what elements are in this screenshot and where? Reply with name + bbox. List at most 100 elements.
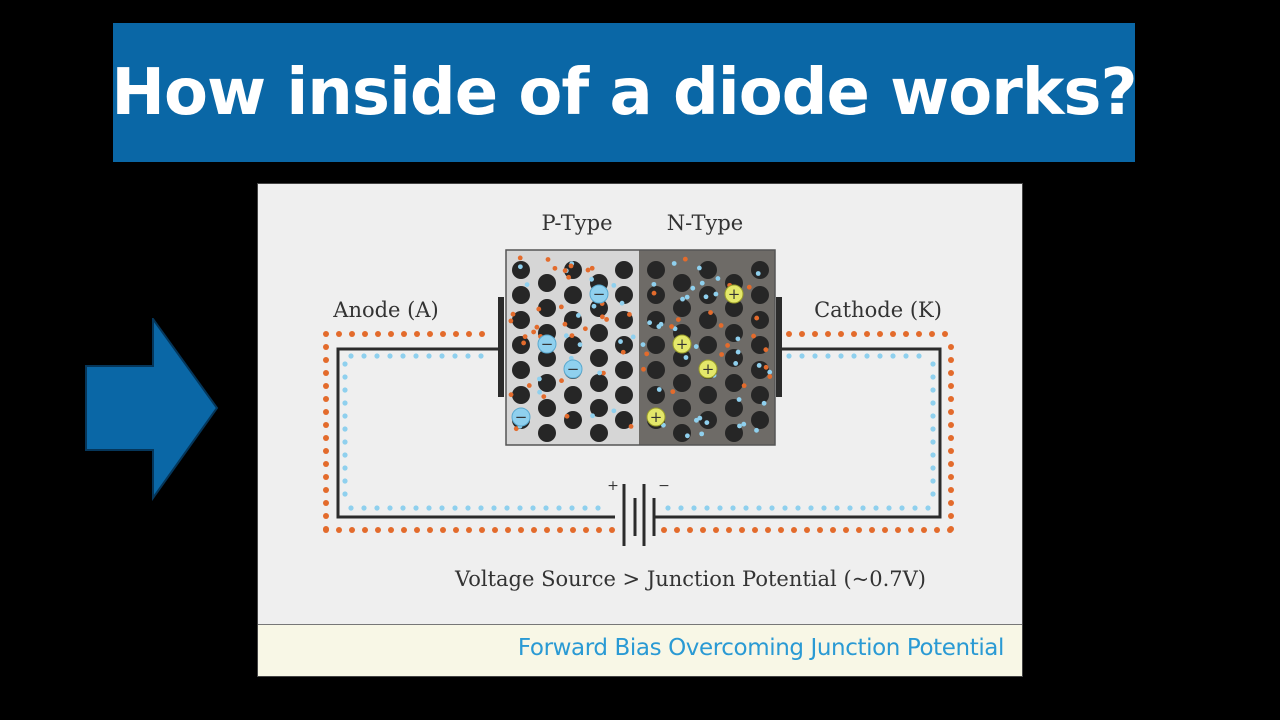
carrier-dot bbox=[672, 326, 678, 332]
electron-dot bbox=[930, 400, 936, 406]
carrier-dot bbox=[715, 276, 721, 281]
carrier-dot bbox=[741, 421, 747, 427]
carrier-dot bbox=[558, 304, 564, 310]
carrier-dot bbox=[531, 329, 537, 335]
hole-dot bbox=[375, 527, 381, 533]
hole-dot bbox=[948, 383, 954, 389]
hole-dot bbox=[362, 331, 368, 337]
hole-dot bbox=[948, 474, 954, 480]
carrier-dot bbox=[647, 320, 653, 326]
hole-dot bbox=[726, 527, 732, 533]
hole-dot bbox=[948, 513, 954, 519]
carrier-dot bbox=[568, 355, 574, 361]
hole-dot bbox=[388, 527, 394, 533]
carrier-dot bbox=[736, 397, 742, 402]
carrier-dot bbox=[670, 389, 676, 395]
hole-dot bbox=[323, 527, 329, 533]
hole-dot bbox=[934, 527, 940, 533]
hole-dot bbox=[388, 331, 394, 337]
electron-dot bbox=[717, 505, 723, 511]
caption-text: Forward Bias Overcoming Junction Potenti… bbox=[517, 635, 1004, 661]
carrier-dot bbox=[582, 326, 588, 332]
carrier-dot bbox=[597, 370, 603, 376]
hole-dot bbox=[518, 527, 524, 533]
hole-dot bbox=[804, 527, 810, 533]
lattice-atom bbox=[538, 374, 556, 392]
hole-dot bbox=[948, 435, 954, 441]
carrier-dot bbox=[552, 265, 558, 271]
diode-diagram-panel: −−−−++++ P-Type N-Type Anode (A) Cathode… bbox=[257, 183, 1023, 677]
hole-dot bbox=[323, 409, 329, 415]
minus-sign: − bbox=[593, 285, 606, 303]
carrier-dot bbox=[568, 263, 574, 269]
electron-dot bbox=[930, 478, 936, 484]
right-wire bbox=[654, 347, 942, 519]
carrier-dot bbox=[510, 311, 516, 317]
electron-dot bbox=[864, 353, 870, 359]
lattice-atom bbox=[699, 386, 717, 404]
hole-dot bbox=[570, 527, 576, 533]
carrier-dot bbox=[718, 323, 724, 328]
hole-dot bbox=[401, 527, 407, 533]
hole-dot bbox=[948, 422, 954, 428]
carrier-dot bbox=[628, 423, 634, 429]
electron-dot bbox=[930, 374, 936, 380]
lattice-atom bbox=[590, 374, 608, 392]
electron-dot bbox=[465, 353, 471, 359]
carrier-dot bbox=[671, 261, 677, 266]
electron-dot bbox=[413, 353, 419, 359]
lattice-atom bbox=[725, 374, 743, 392]
hole-dot bbox=[739, 527, 745, 533]
hole-dot bbox=[401, 331, 407, 337]
hole-dot bbox=[882, 527, 888, 533]
carrier-dot bbox=[517, 264, 523, 270]
carrier-dot bbox=[630, 334, 636, 340]
lattice-atom bbox=[512, 386, 530, 404]
electron-dot bbox=[930, 452, 936, 458]
carrier-dot bbox=[559, 378, 564, 384]
hole-dot bbox=[791, 527, 797, 533]
carrier-dot bbox=[644, 351, 650, 357]
electron-dot bbox=[595, 505, 601, 511]
electron-dot bbox=[569, 505, 575, 511]
hole-dot bbox=[323, 383, 329, 389]
lattice-atom bbox=[647, 386, 665, 404]
electron-dot bbox=[930, 465, 936, 471]
hole-dot bbox=[505, 527, 511, 533]
hole-dot bbox=[323, 448, 329, 454]
lattice-atom bbox=[647, 336, 665, 354]
carrier-dot bbox=[599, 314, 605, 320]
lattice-atom bbox=[725, 324, 743, 342]
electron-dot bbox=[426, 353, 432, 359]
positive-ion bbox=[672, 334, 692, 354]
hole-dot bbox=[323, 357, 329, 363]
lattice-atom bbox=[512, 261, 530, 279]
carrier-dot bbox=[589, 276, 595, 282]
electron-dot bbox=[691, 505, 697, 511]
lattice-atom bbox=[647, 261, 665, 279]
lattice-atom bbox=[647, 361, 665, 379]
carrier-dot bbox=[725, 342, 730, 348]
carrier-dot bbox=[513, 426, 519, 432]
electron-dot bbox=[795, 505, 801, 511]
left-wire bbox=[336, 347, 615, 519]
electron-dot bbox=[912, 505, 918, 511]
carrier-dot bbox=[564, 413, 570, 419]
electron-dot bbox=[930, 361, 936, 367]
hole-dot bbox=[921, 527, 927, 533]
carrier-dot bbox=[641, 366, 646, 372]
hole-dot bbox=[336, 331, 342, 337]
carrier-dot bbox=[524, 282, 530, 288]
electron-dot bbox=[478, 353, 484, 359]
hole-dot bbox=[323, 344, 329, 350]
negative-ion bbox=[537, 334, 557, 354]
carrier-dot bbox=[683, 355, 689, 360]
electron-dot bbox=[704, 505, 710, 511]
carrier-dot bbox=[577, 342, 583, 348]
hole-dot bbox=[948, 409, 954, 415]
carrier-dot bbox=[541, 394, 547, 399]
carrier-dot bbox=[761, 400, 767, 406]
electron-dot bbox=[400, 505, 406, 511]
carrier-dot bbox=[669, 324, 674, 329]
carrier-dot bbox=[651, 281, 657, 287]
